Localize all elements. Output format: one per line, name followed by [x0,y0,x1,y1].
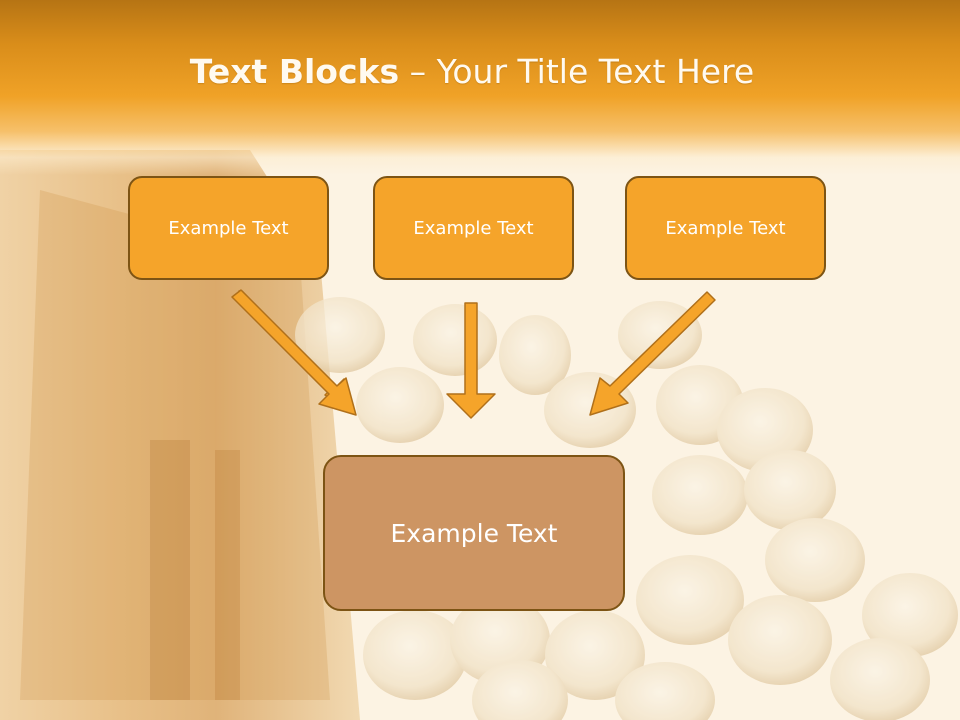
top-text-box-3-label: Example Text [665,217,786,239]
title-bold: Text Blocks [189,52,400,91]
top-text-box-1: Example Text [128,176,329,280]
top-text-box-1-label: Example Text [168,217,289,239]
slide-title: Text Blocks – Your Title Text Here [0,52,944,91]
bottom-text-box-label: Example Text [390,518,558,548]
header-band [0,0,960,175]
bottom-text-box: Example Text [323,455,625,611]
top-text-box-3: Example Text [625,176,826,280]
top-text-box-2: Example Text [373,176,574,280]
title-rest: – Your Title Text Here [399,52,755,91]
top-text-box-2-label: Example Text [413,217,534,239]
